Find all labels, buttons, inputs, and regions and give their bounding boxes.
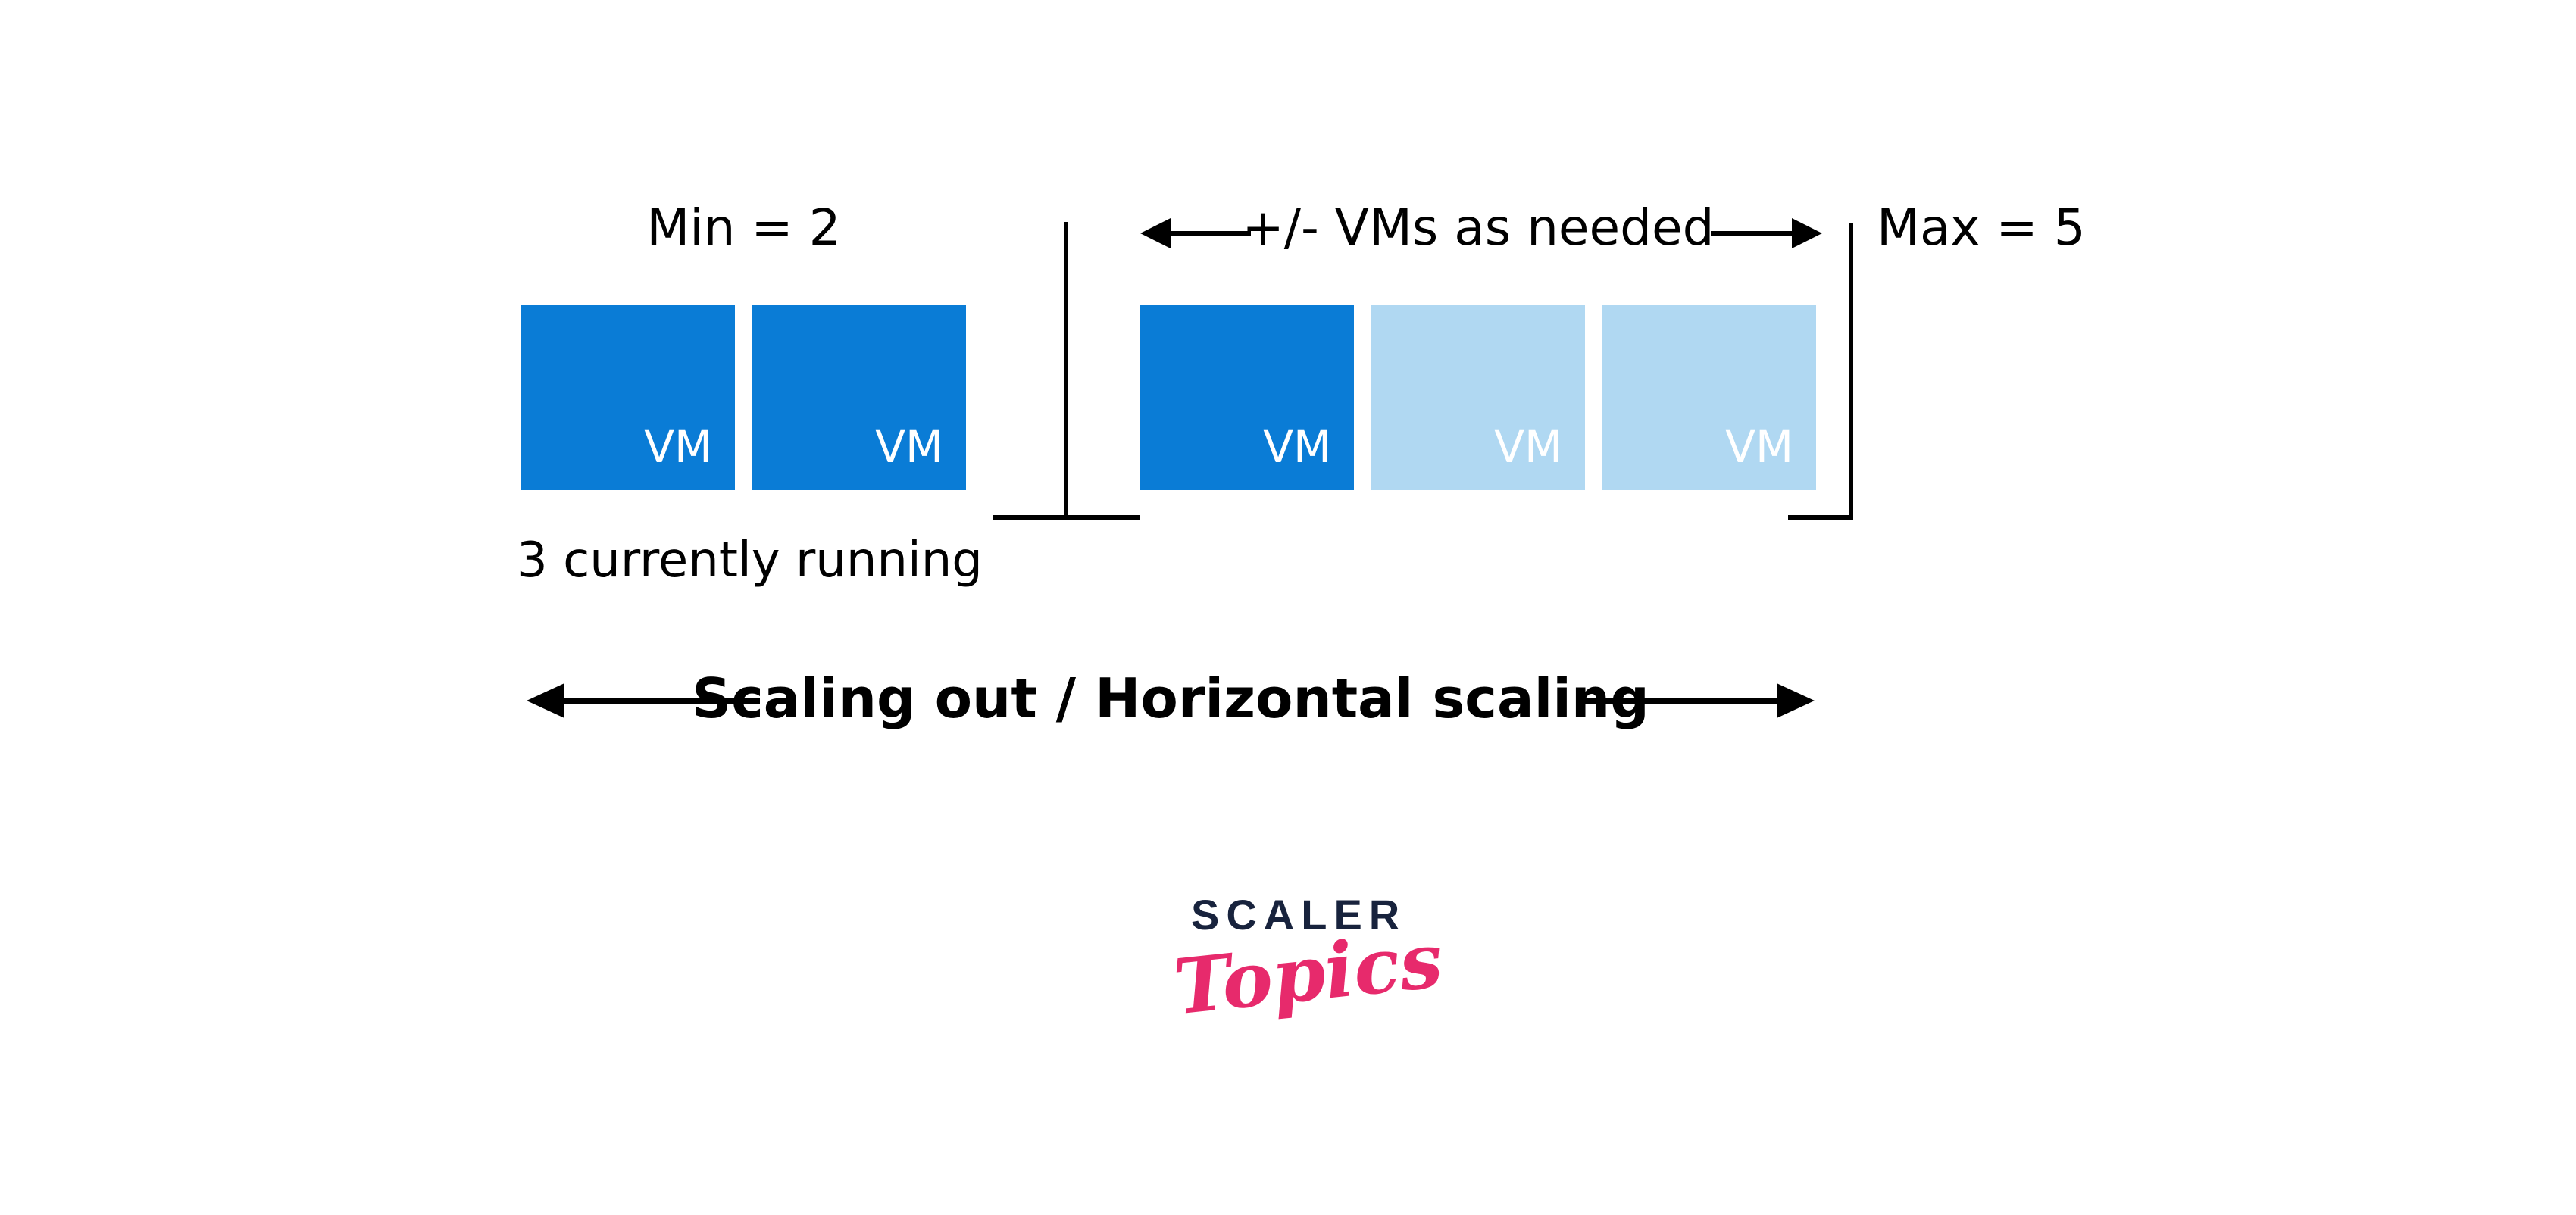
scaling-arrow-right-shaft (1577, 698, 1779, 704)
min-vm-group: VM VM (521, 305, 966, 490)
vm-box: VM (1602, 305, 1816, 490)
right-bracket-line (1849, 223, 1853, 517)
vm-label: VM (875, 421, 943, 473)
arrow-left-icon (1140, 218, 1171, 248)
center-bracket-line (1064, 222, 1068, 517)
running-count-label: 3 currently running (517, 533, 983, 589)
scaling-arrow-left-icon (527, 683, 564, 718)
arrow-right-shaft (1711, 231, 1794, 236)
vm-label: VM (644, 421, 712, 473)
scaler-topics-logo: SCALER Topics (1170, 891, 1446, 1032)
elastic-range-label: +/- VMs as needed (1242, 198, 1715, 257)
vm-label: VM (1494, 421, 1562, 473)
arrow-left-shaft (1168, 231, 1251, 236)
center-bracket-foot (993, 515, 1140, 520)
max-label: Max = 5 (1877, 198, 2086, 257)
vm-box: VM (1371, 305, 1585, 490)
elastic-vm-group: VM VM VM (1140, 305, 1816, 490)
vm-box: VM (521, 305, 735, 490)
vm-label: VM (1725, 421, 1793, 473)
vm-label: VM (1263, 421, 1331, 473)
scaling-arrow-right-icon (1777, 683, 1815, 718)
logo-brand-text: SCALER (1191, 891, 1407, 939)
vm-box: VM (1140, 305, 1354, 490)
scaling-arrow-left-shaft (561, 698, 760, 704)
arrow-right-icon (1792, 218, 1822, 248)
vm-box: VM (752, 305, 966, 490)
scaling-direction-label: Scaling out / Horizontal scaling (692, 667, 1649, 730)
right-bracket-foot (1788, 515, 1853, 520)
min-label: Min = 2 (646, 198, 841, 257)
